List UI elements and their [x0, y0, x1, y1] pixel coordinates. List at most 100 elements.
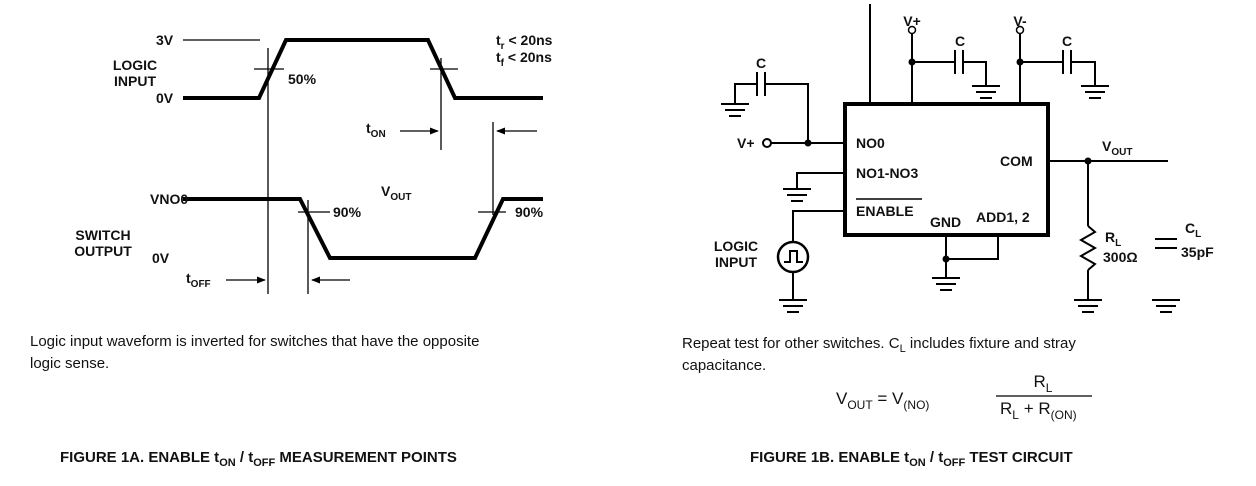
svg-text:35pF: 35pF: [1181, 244, 1214, 260]
ground-icon: [721, 103, 749, 117]
svg-text:C: C: [955, 33, 965, 49]
vplus-input-label: V+: [737, 135, 755, 151]
ground-icon: [932, 277, 960, 291]
svg-text:INPUT: INPUT: [114, 73, 156, 89]
caption-b-line2: capacitance.: [682, 357, 766, 374]
pin-add-label: ADD1, 2: [976, 209, 1030, 225]
enable-wire: [792, 210, 845, 242]
vminus-terminal-icon: [1015, 25, 1025, 35]
svg-text:logic sense.: logic sense.: [30, 355, 109, 372]
ground-icon: [1152, 299, 1180, 313]
pin-gnd-label: GND: [930, 214, 961, 230]
toff-label: tOFF: [186, 270, 211, 290]
figure-1a: 3V LOGIC INPUT 0V 50% tr < 20ns tf < 20n…: [30, 32, 553, 469]
svg-text:RL: RL: [1034, 372, 1053, 395]
cap-label-vplus: C: [955, 33, 965, 49]
pulse-glyph-icon: [784, 250, 803, 263]
svg-text:0V: 0V: [152, 250, 170, 266]
svg-text:0V: 0V: [156, 90, 174, 106]
svg-text:GND: GND: [930, 214, 961, 230]
vout-label-a: VOUT: [381, 183, 411, 203]
svg-text:VOUT = V(NO): VOUT = V(NO): [836, 389, 929, 412]
figure-1a-title: FIGURE 1A. ENABLE tON / tOFF MEASUREMENT…: [60, 449, 457, 469]
svg-text:300Ω: 300Ω: [1103, 249, 1138, 265]
vno0-label: VNO0: [150, 191, 188, 207]
logic-input-b-line2: INPUT: [715, 254, 757, 270]
svg-text:3V: 3V: [156, 32, 174, 48]
load-resistor-icon: [1078, 225, 1098, 271]
v-low-label: 0V: [156, 90, 174, 106]
logic-input-b-line1: LOGIC: [714, 238, 758, 254]
svg-text:capacitance.: capacitance.: [682, 357, 766, 374]
vplus-terminal-icon: [907, 25, 917, 35]
vminus-top-label: V-: [1013, 13, 1027, 29]
switch-output-label-line1: SWITCH: [75, 227, 130, 243]
ground-icon: [779, 299, 807, 313]
tf-spec: tf < 20ns: [496, 49, 552, 69]
svg-text:90%: 90%: [333, 204, 362, 220]
rl-value: 300Ω: [1103, 249, 1138, 265]
pct50-label: 50%: [288, 71, 317, 87]
pulse-source-icon: [776, 240, 810, 274]
cap-label-input: C: [756, 55, 766, 71]
svg-text:OUTPUT: OUTPUT: [74, 243, 132, 259]
vout-label-b: VOUT: [1102, 138, 1132, 158]
pct90-right-label: 90%: [515, 204, 544, 220]
vminus-cap-ground-wire: [1071, 61, 1096, 85]
svg-text:V+: V+: [737, 135, 755, 151]
vplus-input-terminal-icon: [762, 138, 772, 148]
tr-spec: tr < 20ns: [496, 32, 553, 52]
svg-text:RL + R(ON): RL + R(ON): [1000, 399, 1077, 422]
vplus-cap-ground-wire: [963, 61, 987, 85]
cl-label: CL: [1185, 220, 1201, 240]
logic-input-label-line1: LOGIC: [113, 57, 157, 73]
ton-label: tON: [366, 120, 386, 140]
switch-output-waveform: [183, 197, 543, 260]
switch-output-label-line2: OUTPUT: [74, 243, 132, 259]
svg-text:C: C: [1062, 33, 1072, 49]
rl-label: RL: [1105, 229, 1121, 249]
svg-text:V-: V-: [1013, 13, 1027, 29]
vplus-top-label: V+: [903, 13, 921, 29]
ground-icon: [1074, 299, 1102, 313]
svg-text:LOGIC: LOGIC: [113, 57, 157, 73]
pin-no1-no3-label: NO1-NO3: [856, 165, 918, 181]
svg-text:NO0: NO0: [856, 135, 885, 151]
svg-text:C: C: [756, 55, 766, 71]
svg-text:INPUT: INPUT: [715, 254, 757, 270]
svg-text:COM: COM: [1000, 153, 1033, 169]
no0-junction-dot: [804, 139, 812, 147]
no1-no3-wire: [796, 172, 845, 188]
input-cap-wire: [765, 83, 809, 143]
svg-text:NO1-NO3: NO1-NO3: [856, 165, 918, 181]
figure-1b: V+ V- C C C V+ NO0 NO1-NO3 ENABLE GND AD…: [682, 4, 1214, 469]
ground-icon: [1081, 85, 1109, 99]
svg-text:SWITCH: SWITCH: [75, 227, 130, 243]
add-pin-wire: [946, 235, 999, 260]
svg-text:50%: 50%: [288, 71, 317, 87]
vout-equation: VOUT = V(NO) RL RL + R(ON): [836, 372, 1092, 422]
ground-icon: [972, 85, 1000, 99]
caption-a-line2: logic sense.: [30, 355, 109, 372]
pin-com-label: COM: [1000, 153, 1033, 169]
svg-text:LOGIC: LOGIC: [714, 238, 758, 254]
figure-1b-title: FIGURE 1B. ENABLE tON / tOFF TEST CIRCUI…: [750, 449, 1073, 469]
caption-b-line1: Repeat test for other switches. CL inclu…: [682, 335, 1076, 355]
svg-text:V+: V+: [903, 13, 921, 29]
ground-icon: [783, 188, 811, 202]
pin-enable-label: ENABLE: [856, 203, 914, 219]
pin-no0-label: NO0: [856, 135, 885, 151]
cap-label-vminus: C: [1062, 33, 1072, 49]
pct90-left-label: 90%: [333, 204, 362, 220]
svg-text:Logic input waveform is invert: Logic input waveform is inverted for swi…: [30, 333, 479, 350]
v-high-label: 3V: [156, 32, 174, 48]
input-cap-ground-wire: [734, 83, 757, 103]
vplus-junction-dot: [908, 58, 916, 66]
cl-value: 35pF: [1181, 244, 1214, 260]
svg-text:VNO0: VNO0: [150, 191, 188, 207]
out-0v-label: 0V: [152, 250, 170, 266]
svg-text:ENABLE: ENABLE: [856, 203, 914, 219]
gnd-junction-dot: [942, 255, 950, 263]
caption-a-line1: Logic input waveform is inverted for swi…: [30, 333, 479, 350]
